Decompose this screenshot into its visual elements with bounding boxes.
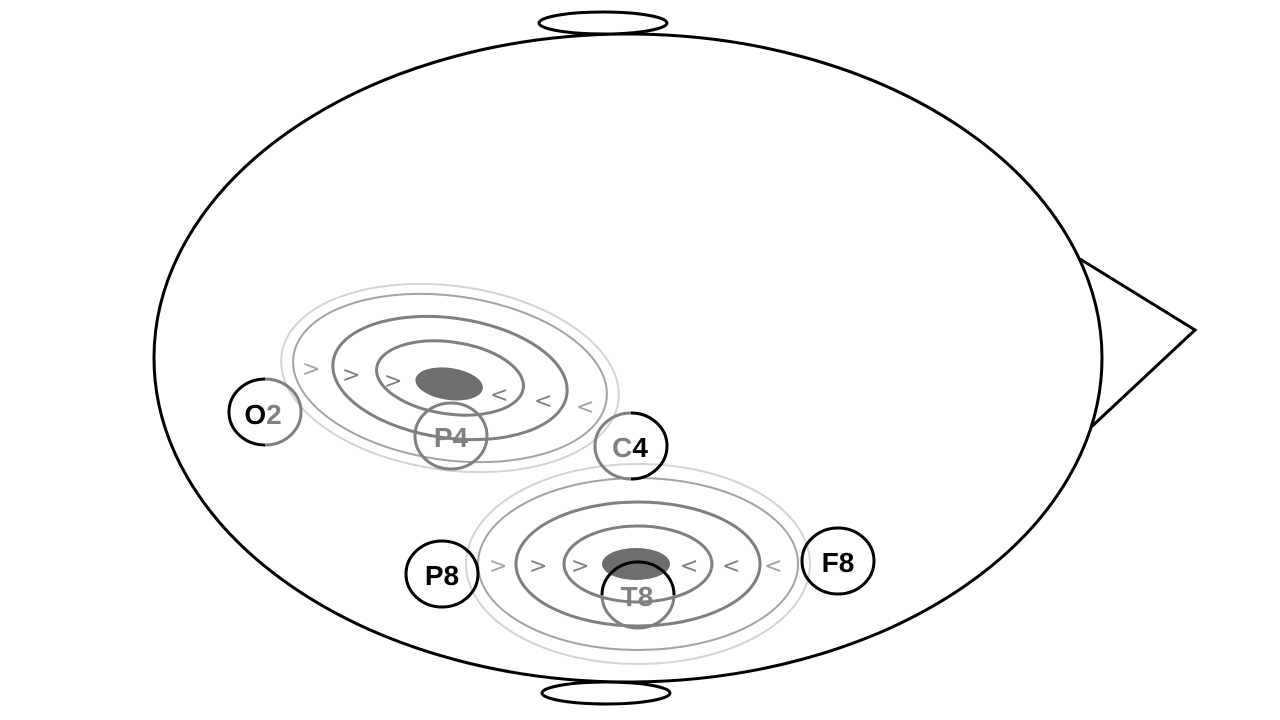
upper-focus-ring-outer (280, 282, 620, 474)
electrode-o2-ring-gray (264, 377, 303, 447)
electrode-p4-ring (413, 401, 489, 471)
lower-focus (465, 463, 811, 665)
electrode-p8: P8 (404, 539, 480, 609)
upper-arrow-right-2: < (534, 389, 552, 414)
electrode-p8-label: P8 (425, 560, 459, 591)
electrode-o2-ring-dark (227, 377, 266, 447)
lower-focus-ring-inner (562, 524, 714, 604)
electrode-f8: F8 (800, 526, 876, 596)
nose (1079, 257, 1198, 432)
electrode-p4-label: P4 (434, 422, 469, 453)
top-ear (537, 10, 669, 36)
upper-arrow-right-3: < (576, 395, 594, 420)
lower-arrow-right-2: < (722, 554, 740, 579)
upper-arrow-left-3: > (384, 369, 402, 394)
upper-focus-ring-3 (331, 314, 569, 442)
electrode-c4: C4 (593, 411, 669, 481)
lower-arrow-right-3: < (764, 554, 782, 579)
upper-focus-center (415, 367, 483, 401)
lower-focus-ring-3 (514, 500, 762, 628)
upper-arrow-right-1: < (490, 383, 508, 408)
electrode-o2: O2 (227, 377, 303, 447)
upper-focus-ring-4 (292, 292, 608, 464)
head-outline (152, 32, 1104, 684)
electrode-p4: P4 (413, 401, 489, 471)
electrode-c4-ring-dark (630, 411, 669, 481)
electrode-f8-label: F8 (822, 547, 855, 578)
lower-arrow-left-3: > (571, 554, 589, 579)
electrode-c4-ring-gray (593, 411, 632, 481)
lower-arrow-left-2: > (529, 554, 547, 579)
lower-focus-center (602, 548, 670, 580)
lower-arrow-right-1: < (680, 554, 698, 579)
electrode-o2-label: O2 (244, 399, 281, 430)
electrode-t8-ring-dark (600, 560, 676, 596)
lower-focus-ring-outer (465, 463, 811, 665)
upper-focus (280, 282, 620, 474)
upper-arrow-left-2: > (342, 363, 360, 388)
electrode-p8-ring (404, 539, 480, 609)
electrode-t8: T8 (600, 560, 676, 630)
lower-arrow-left-1: > (489, 554, 507, 579)
bottom-ear (540, 680, 672, 706)
electrode-t8-label: T8 (621, 581, 654, 612)
electrode-f8-ring (800, 526, 876, 596)
electrode-c4-label: C4 (612, 432, 648, 463)
upper-focus-ring-inner (375, 339, 525, 417)
upper-arrow-left-1: > (302, 357, 320, 382)
electrode-t8-ring-gray (600, 594, 676, 630)
